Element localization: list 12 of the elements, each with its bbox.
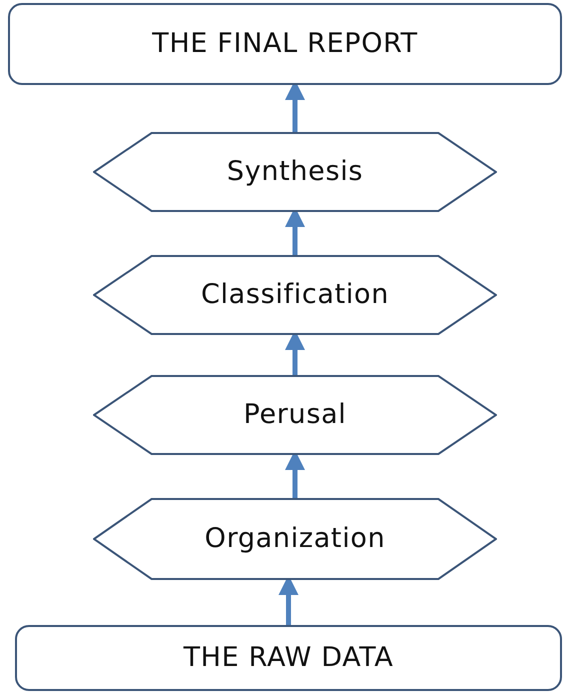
process-hexagon bbox=[93, 255, 497, 335]
node-label: Perusal bbox=[244, 398, 346, 432]
rounded-box bbox=[8, 3, 562, 85]
node-label: Classification bbox=[200, 278, 390, 312]
process-hexagon bbox=[93, 375, 497, 455]
process-hexagon bbox=[93, 498, 497, 580]
node-label: Synthesis bbox=[226, 154, 364, 189]
node-label: THE RAW DATA bbox=[183, 640, 394, 675]
process-hexagon bbox=[93, 132, 497, 212]
node-label: Organization bbox=[204, 522, 386, 556]
rounded-box bbox=[15, 625, 562, 691]
node-label: THE FINAL REPORT bbox=[152, 26, 418, 61]
